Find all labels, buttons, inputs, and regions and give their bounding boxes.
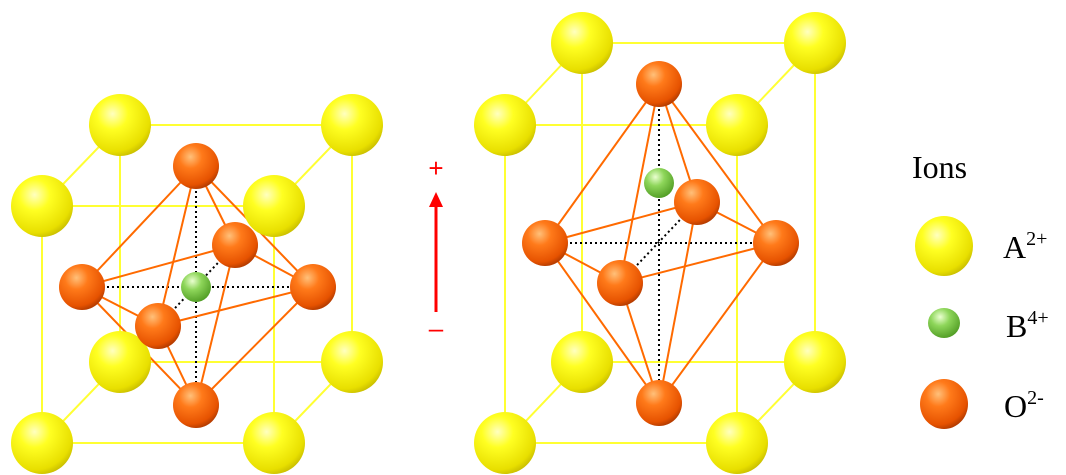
legend-a-base: A: [1003, 229, 1026, 265]
a-ion: [784, 331, 846, 393]
legend-a-swatch: [915, 216, 973, 276]
legend-o-charge: 2-: [1027, 387, 1044, 409]
o-ion: [636, 380, 682, 426]
a-ion: [551, 331, 613, 393]
field-indicator: + –: [428, 153, 443, 343]
legend-o-swatch: [920, 379, 968, 429]
o-ion: [290, 264, 336, 310]
o-ion: [212, 222, 258, 268]
legend-a-charge: 2+: [1026, 228, 1047, 250]
a-ion: [321, 94, 383, 156]
a-ion: [551, 12, 613, 74]
legend-b-swatch: [928, 308, 960, 338]
a-ion: [89, 331, 151, 393]
tetragonal-unit-cell: [474, 12, 846, 474]
legend-b-charge: 4+: [1027, 307, 1048, 329]
a-ion: [243, 175, 305, 237]
legend: Ions A2+ B4+ O2-: [912, 149, 1049, 429]
plus-sign: +: [428, 153, 443, 183]
octahedron-axes: [545, 84, 776, 403]
a-ion: [11, 412, 73, 474]
o-ion: [173, 143, 219, 189]
o-ion: [753, 220, 799, 266]
cubic-unit-cell: [11, 94, 383, 474]
o-ion: [135, 303, 181, 349]
b-ion: [644, 168, 674, 198]
a-ion: [474, 94, 536, 156]
o-ion: [59, 264, 105, 310]
a-ion: [474, 412, 536, 474]
field-arrowhead: [429, 192, 443, 207]
o-ion: [522, 220, 568, 266]
a-ion: [784, 12, 846, 74]
b-ion: [181, 272, 211, 302]
o-ion: [597, 260, 643, 306]
a-ion: [243, 412, 305, 474]
legend-a-label: A2+: [1003, 228, 1047, 265]
legend-title: Ions: [912, 149, 967, 185]
legend-b-base: B: [1006, 308, 1027, 344]
o-ion: [674, 179, 720, 225]
a-ion: [321, 331, 383, 393]
a-ion: [11, 175, 73, 237]
a-ion: [89, 94, 151, 156]
minus-sign: –: [429, 313, 444, 343]
a-ion: [706, 412, 768, 474]
legend-o-label: O2-: [1004, 387, 1044, 424]
legend-b-label: B4+: [1006, 307, 1049, 344]
o-ion: [636, 61, 682, 107]
legend-o-base: O: [1004, 388, 1027, 424]
o-ion: [173, 382, 219, 428]
a-ion: [706, 94, 768, 156]
